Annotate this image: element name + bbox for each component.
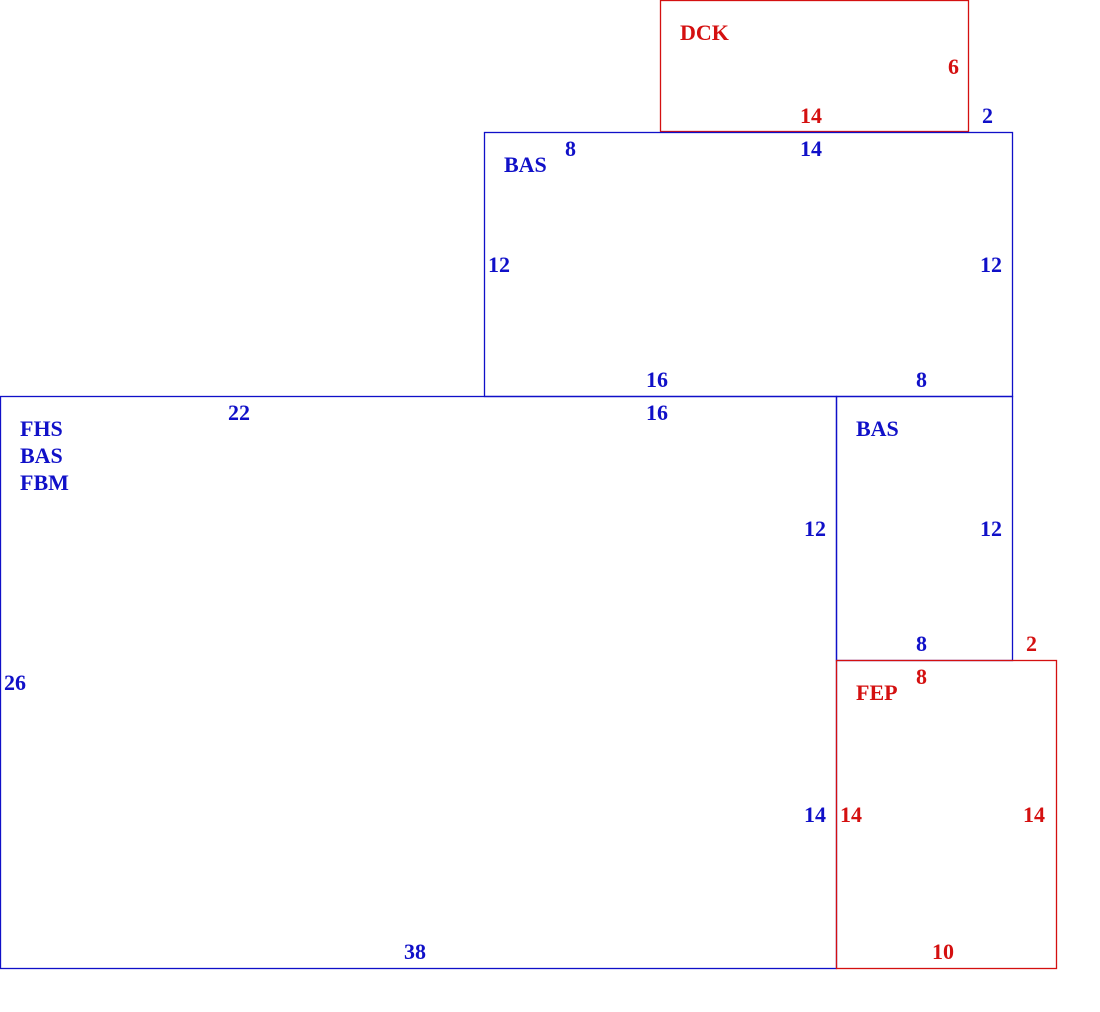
area-bas-right-code: BAS	[856, 416, 899, 441]
area-main-outline	[0, 395, 838, 970]
bas-right-dim-bottom: 8	[916, 631, 927, 656]
area-dck-code: DCK	[680, 20, 729, 45]
bas-upper-dim-bottom-right: 8	[916, 367, 927, 392]
fep-dim-right: 14	[1023, 802, 1045, 827]
fep-dim-offset: 2	[1026, 631, 1037, 656]
fep-dim-top: 8	[916, 664, 927, 689]
dck-dim-right: 6	[948, 54, 959, 79]
bas-upper-dim-right: 12	[980, 252, 1002, 277]
main-dim-left: 26	[4, 670, 26, 695]
fep-dim-left: 14	[840, 802, 862, 827]
main-dim-top-left: 22	[228, 400, 250, 425]
main-dim-top: 16	[646, 400, 668, 425]
bas-upper-dim-top: 14	[800, 136, 822, 161]
area-fep-code: FEP	[856, 680, 898, 705]
area-main-code-3: FBM	[20, 470, 69, 495]
area-fep-outline	[835, 659, 1058, 970]
main-dim-bottom: 38	[404, 939, 426, 964]
area-bas-upper-outline	[483, 131, 1014, 398]
dck-dim-bottom: 14	[800, 103, 822, 128]
fep-dim-bottom: 10	[932, 939, 954, 964]
area-dck-outline	[659, 0, 970, 133]
main-dim-right-lower: 14	[804, 802, 826, 827]
area-main-code-1: FHS	[20, 416, 63, 441]
area-main-code-2: BAS	[20, 443, 63, 468]
dck-dim-offset: 2	[982, 103, 993, 128]
bas-upper-dim-left: 12	[488, 252, 510, 277]
main-dim-right-upper: 12	[804, 516, 826, 541]
bas-upper-dim-bottom: 16	[646, 367, 668, 392]
bas-upper-dim-top-left: 8	[565, 136, 576, 161]
area-bas-upper-code: BAS	[504, 152, 547, 177]
bas-right-dim-right: 12	[980, 516, 1002, 541]
